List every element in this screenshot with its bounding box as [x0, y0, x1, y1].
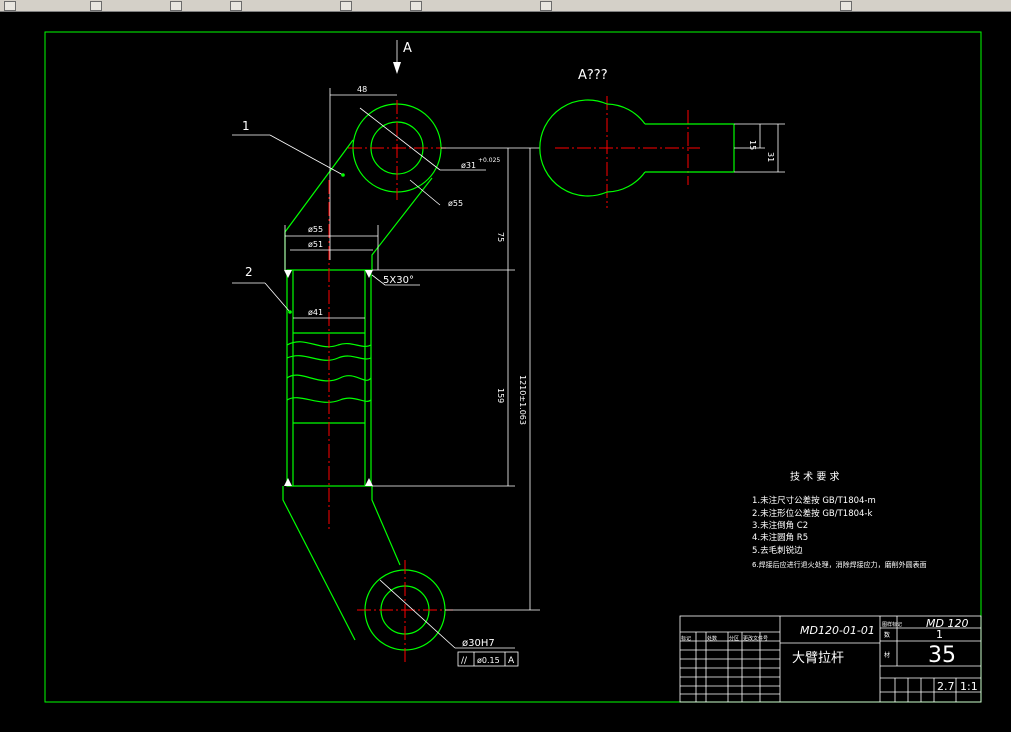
dim-outer-55: ø55 — [308, 225, 323, 234]
pan-icon[interactable] — [170, 1, 182, 11]
gdt-frame: // ø0.15 A — [457, 651, 519, 667]
tb-hdr-mark: 标记 — [681, 635, 691, 642]
tech-req-item: 3.未注倒角 C2 — [752, 520, 808, 531]
dim-48: 48 — [357, 85, 367, 94]
tb-part-name: 大臂拉杆 — [792, 651, 844, 666]
tech-req-item: 1.未注尺寸公差按 GB/T1804-m — [752, 495, 876, 506]
undo-icon[interactable] — [4, 1, 16, 11]
gdt-symbol: // — [461, 656, 468, 666]
main-part-outline — [282, 103, 446, 651]
help-icon[interactable] — [840, 1, 852, 11]
tech-req-title: 技 术 要 求 — [790, 470, 840, 483]
properties-icon[interactable] — [410, 1, 422, 11]
title-block-text: 标记 处数 分区 更改文件号 MD120-01-01 大臂拉杆 图样标记 MD … — [681, 617, 978, 693]
zoom-window-icon[interactable] — [340, 1, 352, 11]
redo-icon[interactable] — [90, 1, 102, 11]
tb-label-top: 图样标记 — [882, 621, 902, 628]
dimension-texts: A A??? 1 2 48 ø31 +0.025 ø55 ø55 ø51 ø41… — [242, 41, 775, 649]
dimension-lines — [232, 40, 540, 649]
view-arrow-label: A — [403, 41, 412, 56]
tb-quantity: 1 — [936, 628, 943, 641]
tb-drawing-no: MD120-01-01 — [800, 624, 875, 637]
tb-material: 35 — [928, 643, 956, 668]
dim-side-31: 31 — [766, 152, 775, 162]
gdt-datum: A — [508, 656, 515, 666]
drawing-canvas[interactable]: A A??? 1 2 48 ø31 +0.025 ø55 ø55 ø51 ø41… — [0, 12, 1011, 728]
dim-chamfer: 5X30° — [383, 275, 414, 286]
drawing-frame — [44, 31, 982, 703]
zoom-icon[interactable] — [230, 1, 242, 11]
callout-dot-2 — [288, 310, 292, 314]
dim-side-15: 15 — [748, 140, 757, 150]
dim-bottom-bore: ø30H7 — [462, 638, 495, 649]
callout-2: 2 — [245, 265, 253, 279]
tech-requirements: 技 术 要 求 1.未注尺寸公差按 GB/T1804-m 2.未注形位公差按 G… — [752, 470, 927, 569]
centerlines — [328, 96, 700, 665]
callout-1: 1 — [242, 119, 250, 133]
tb-hdr-count: 处数 — [707, 635, 717, 642]
tech-req-item: 5.去毛刺锐边 — [752, 545, 803, 556]
tb-project: MD 120 — [926, 617, 968, 630]
callout-dot-1 — [341, 173, 345, 177]
tb-hdr-zone: 分区 — [729, 635, 739, 642]
tb-scale: 1:1 — [960, 680, 978, 693]
dim-bore-41: ø41 — [308, 308, 323, 317]
dim-dia55-top: ø55 — [448, 199, 463, 208]
layers-icon[interactable] — [540, 1, 552, 11]
dim-159: 159 — [496, 388, 505, 403]
title-block — [679, 615, 982, 703]
gdt-tol: ø0.15 — [477, 656, 500, 665]
dim-total: 1210±1.063 — [518, 375, 527, 425]
weld-symbols — [284, 270, 373, 486]
view-a-dims — [734, 123, 785, 173]
dim-dia31-tol: +0.025 — [478, 157, 500, 164]
view-a-title: A??? — [578, 68, 608, 83]
dim-dia31: ø31 — [461, 161, 476, 170]
cad-toolbar — [0, 0, 1011, 12]
dim-75: 75 — [496, 232, 505, 242]
tech-req-item: 6.焊接后应进行退火处理，消除焊接应力，磨削外圆表面 — [752, 560, 927, 569]
tech-req-item: 2.未注形位公差按 GB/T1804-k — [752, 508, 872, 519]
tb-label-mat: 材 — [884, 651, 890, 659]
tech-req-item: 4.未注圆角 R5 — [752, 532, 808, 543]
dim-inner-51: ø51 — [308, 240, 323, 249]
tb-weight: 2.7 — [937, 680, 955, 693]
tb-label-qty: 数 — [884, 631, 890, 639]
view-arrow-head — [393, 62, 401, 74]
tb-hdr-doc: 更改文件号 — [743, 635, 768, 642]
